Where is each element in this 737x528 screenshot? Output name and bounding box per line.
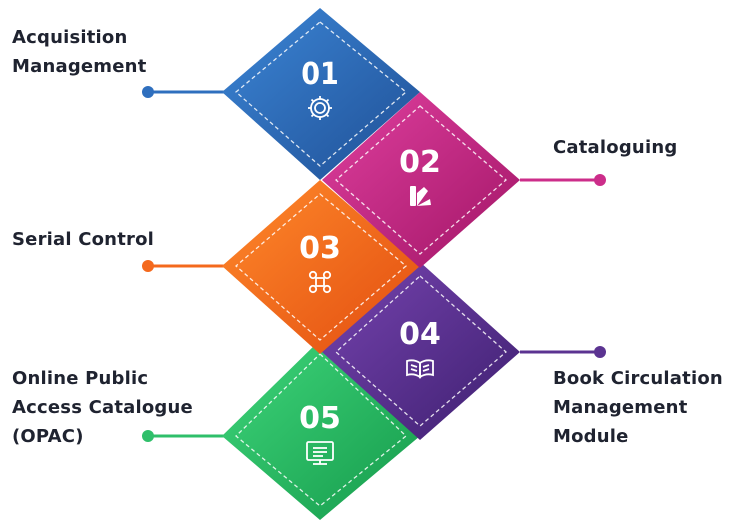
- step-label-02-line-1: Cataloguing: [553, 137, 678, 158]
- step-label-04-line-1: Book Circulation: [553, 368, 723, 389]
- step-label-04-line-2: Management: [553, 397, 688, 418]
- step-label-01-line-2: Management: [12, 56, 147, 77]
- monitor-icon: [306, 441, 334, 465]
- command-key-icon: [308, 270, 332, 294]
- step-label-02: Cataloguing: [553, 133, 677, 162]
- step-number-02: 02: [399, 145, 441, 180]
- diamond-step-04: [322, 262, 520, 440]
- step-label-03: Serial Control: [12, 225, 154, 254]
- step-label-03-line-1: Serial Control: [12, 229, 155, 250]
- step-number-05: 05: [299, 401, 341, 436]
- step-label-01: Acquisition Management: [12, 23, 147, 81]
- step-label-04-line-3: Module: [553, 426, 629, 447]
- open-book-icon: [406, 359, 434, 379]
- diamond-step-02: [322, 92, 520, 268]
- diamond-step-01: [222, 8, 420, 180]
- step-label-05-line-2: Access Catalogue: [12, 397, 193, 418]
- step-number-01: 01: [301, 57, 339, 92]
- connector-04: [520, 346, 606, 358]
- step-label-05: Online Public Access Catalogue (OPAC): [12, 364, 193, 451]
- step-label-05-line-3: (OPAC): [12, 426, 84, 447]
- connector-05: [142, 430, 225, 442]
- step-label-01-line-1: Acquisition: [12, 27, 128, 48]
- step-number-04: 04: [399, 317, 441, 352]
- gear-icon: [308, 96, 332, 120]
- connector-01: [142, 86, 225, 98]
- step-number-03: 03: [299, 231, 341, 266]
- step-label-05-line-1: Online Public: [12, 368, 149, 389]
- diamond-step-05: [222, 340, 420, 520]
- connector-03: [142, 260, 225, 272]
- connector-02: [520, 174, 606, 186]
- step-label-04: Book Circulation Management Module: [553, 364, 723, 451]
- swatch-book-icon: [410, 186, 431, 206]
